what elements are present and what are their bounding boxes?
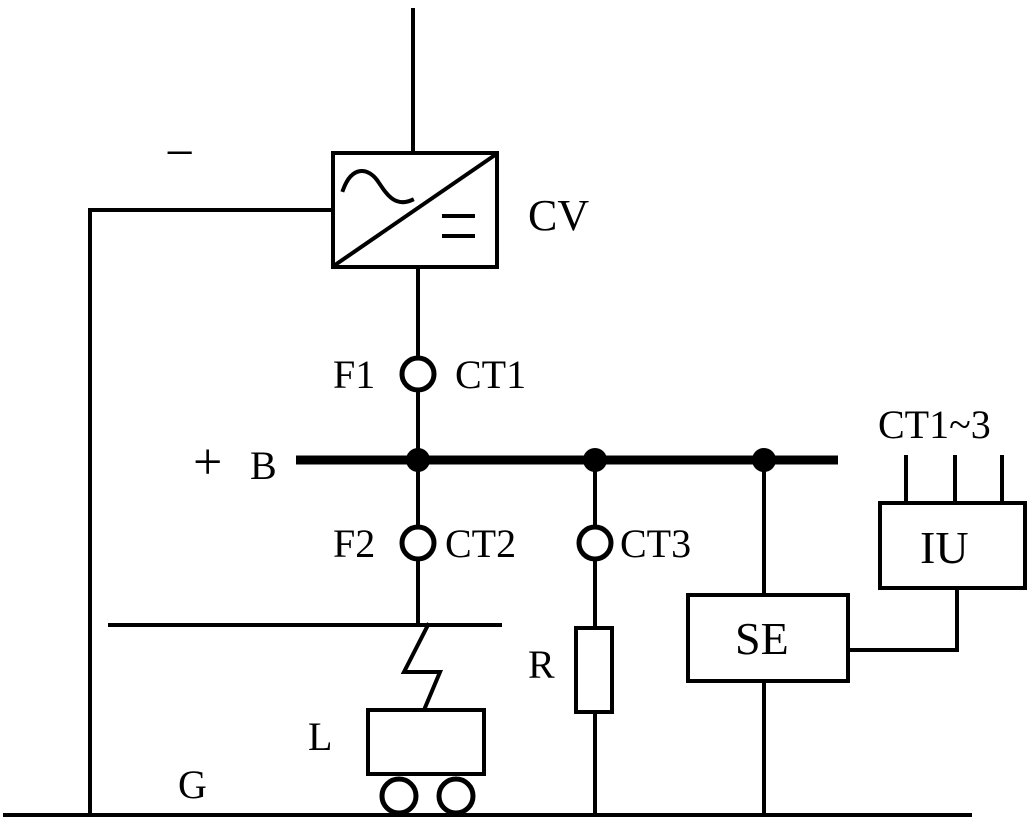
negative-return-line <box>90 210 333 815</box>
resistor-label: R <box>528 642 555 687</box>
vehicle-wheel-right <box>439 779 473 813</box>
minus-label: − <box>165 125 194 182</box>
load-vehicle-body <box>368 710 484 774</box>
ct1-label: CT1 <box>455 352 526 397</box>
pantograph <box>404 625 440 710</box>
sensing-element-label: SE <box>735 613 789 664</box>
se-to-iu-line <box>848 588 957 650</box>
plus-label: + <box>193 434 222 491</box>
interface-unit-label: IU <box>920 522 969 573</box>
ct-inputs-label: CT1~3 <box>878 402 991 447</box>
fuse2-label: F2 <box>333 521 375 566</box>
vehicle-wheel-left <box>382 779 416 813</box>
fuse1-label: F1 <box>333 352 375 397</box>
ct3-label: CT3 <box>620 521 691 566</box>
resistor <box>576 628 612 712</box>
ct2-ring <box>402 527 434 559</box>
ground-label: G <box>178 762 207 807</box>
ct2-label: CT2 <box>445 521 516 566</box>
converter-label: CV <box>528 191 589 240</box>
ct1-ring <box>402 358 434 390</box>
ct3-ring <box>579 527 611 559</box>
load-label: L <box>308 714 332 759</box>
bus-label: B <box>250 443 277 488</box>
